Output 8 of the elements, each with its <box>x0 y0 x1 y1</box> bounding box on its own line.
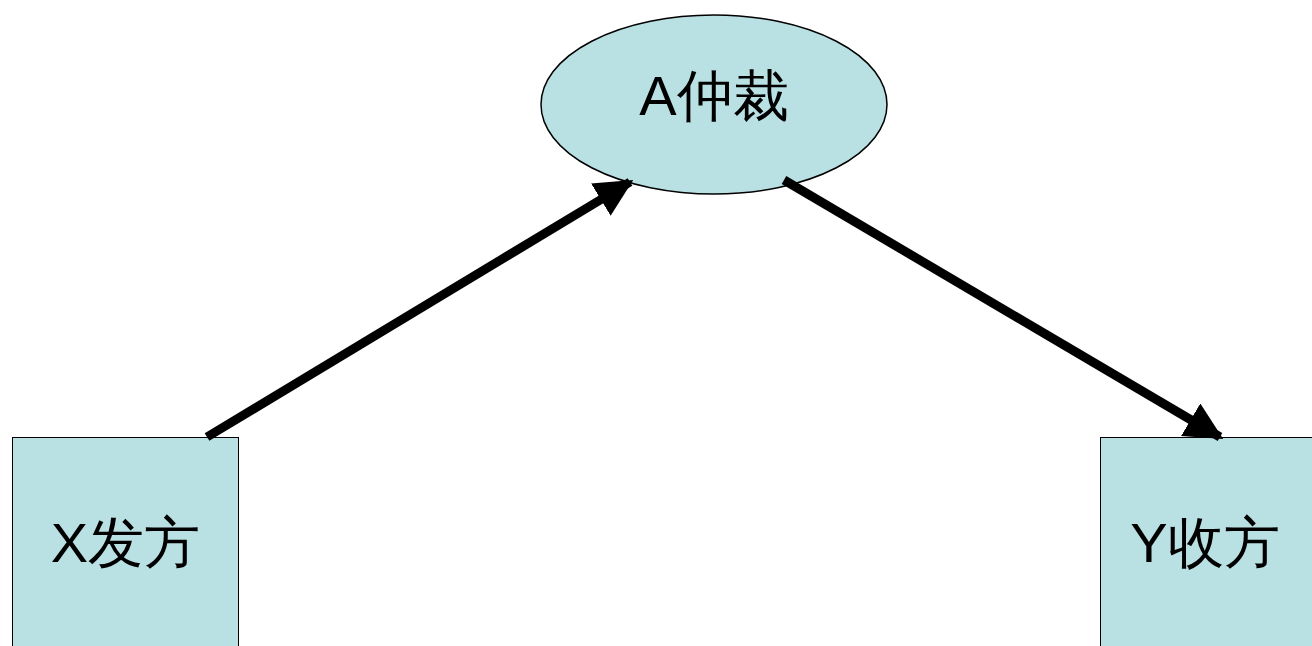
arrow <box>781 176 1224 441</box>
process-box <box>1100 437 1312 646</box>
arrow <box>204 178 634 441</box>
ellipse-node <box>540 14 888 195</box>
node-label: A仲裁 <box>639 62 789 129</box>
process-box <box>12 437 239 646</box>
node-label: Y收方 <box>1130 510 1280 576</box>
node-label: X发方 <box>50 510 201 576</box>
